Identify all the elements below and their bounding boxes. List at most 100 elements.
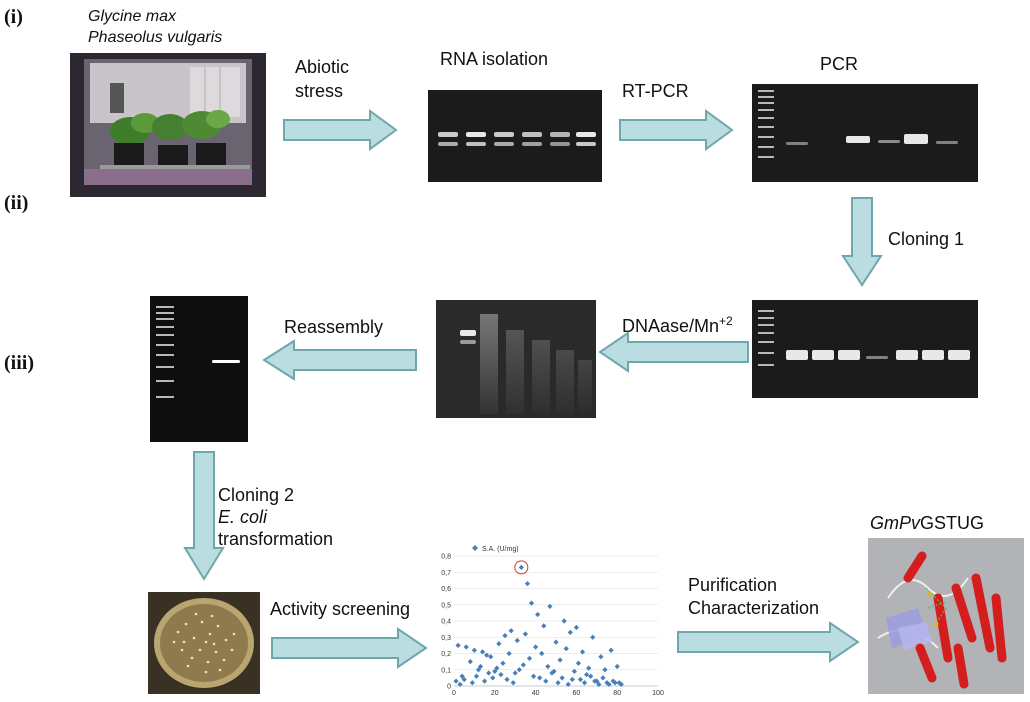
data-point bbox=[581, 680, 588, 686]
label-dnaase-mn: DNAase/Mn+2 bbox=[622, 314, 733, 336]
data-point bbox=[543, 678, 549, 684]
data-point bbox=[496, 641, 502, 647]
data-point bbox=[522, 631, 528, 637]
data-point bbox=[565, 681, 571, 687]
data-point bbox=[502, 633, 508, 639]
data-point bbox=[533, 644, 539, 650]
data-point bbox=[563, 646, 569, 652]
pcr-gel-image bbox=[752, 84, 978, 182]
data-point bbox=[467, 659, 473, 665]
label-cloning-2: Cloning 2 bbox=[218, 485, 295, 505]
data-point bbox=[579, 649, 586, 655]
label-rna-isolation: RNA isolation bbox=[440, 49, 549, 69]
label-reassembly: Reassembly bbox=[284, 317, 384, 337]
arrow-rt-pcr bbox=[619, 109, 734, 151]
label-rt-pcr: RT-PCR bbox=[622, 81, 689, 101]
label-stress: stress bbox=[295, 81, 344, 101]
y-tick-label: 0,2 bbox=[441, 651, 451, 658]
data-point bbox=[484, 652, 490, 658]
label-gmpvgstug: GmPvGSTUG bbox=[870, 513, 985, 533]
y-tick-label: 0 bbox=[447, 684, 451, 691]
chart-points bbox=[453, 560, 624, 687]
data-point bbox=[516, 667, 522, 673]
data-point bbox=[557, 657, 563, 663]
y-tick-label: 0,3 bbox=[441, 635, 451, 642]
arrow-cloning-1 bbox=[841, 197, 883, 287]
data-point bbox=[530, 673, 537, 679]
data-point bbox=[602, 667, 608, 673]
chart-legend: S.A. (U/mg) bbox=[472, 545, 519, 553]
arrow-cloning-2 bbox=[183, 451, 225, 581]
data-point bbox=[567, 629, 573, 635]
y-tick-label: 0,8 bbox=[441, 554, 451, 561]
data-point bbox=[598, 654, 604, 660]
data-point bbox=[577, 676, 584, 683]
data-point bbox=[537, 675, 543, 681]
protein-structure-image bbox=[868, 538, 1024, 694]
growth-chamber-photo bbox=[70, 53, 266, 197]
data-point bbox=[486, 670, 492, 676]
highlight-circle bbox=[514, 560, 529, 575]
cloning1-gel-image bbox=[752, 300, 978, 398]
label-abiotic: Abiotic bbox=[295, 57, 350, 77]
data-point bbox=[559, 675, 565, 681]
data-point bbox=[610, 678, 616, 684]
data-point bbox=[590, 634, 596, 640]
data-point bbox=[614, 663, 620, 670]
arrow-dnaase-mn bbox=[598, 331, 749, 373]
data-point bbox=[455, 642, 461, 648]
data-point bbox=[575, 660, 582, 666]
data-point bbox=[498, 672, 504, 678]
data-point bbox=[508, 628, 514, 634]
data-point bbox=[492, 668, 498, 674]
arrow-reassembly bbox=[262, 339, 417, 381]
y-tick-label: 0,7 bbox=[441, 570, 451, 577]
chart-y-ticks: 00,10,20,30,40,50,60,70,8 bbox=[441, 554, 451, 691]
data-point bbox=[526, 655, 533, 661]
data-point bbox=[541, 623, 547, 629]
petri-dish-photo bbox=[148, 592, 260, 694]
data-point bbox=[510, 680, 516, 686]
data-point bbox=[473, 673, 480, 679]
data-point bbox=[592, 678, 598, 684]
data-point bbox=[561, 618, 567, 624]
legend-marker bbox=[472, 545, 478, 551]
data-point bbox=[588, 673, 594, 679]
data-point bbox=[535, 611, 541, 618]
legend-label: S.A. (U/mg) bbox=[482, 546, 519, 553]
x-tick-label: 0 bbox=[452, 690, 456, 697]
data-point bbox=[520, 662, 526, 668]
data-point bbox=[463, 644, 469, 650]
data-point bbox=[553, 639, 559, 645]
reassembly-gel-image bbox=[150, 296, 248, 442]
y-tick-label: 0,5 bbox=[441, 602, 451, 609]
data-point bbox=[500, 660, 506, 666]
label-pcr: PCR bbox=[820, 54, 859, 74]
data-point bbox=[471, 647, 477, 653]
y-tick-label: 0,6 bbox=[441, 586, 451, 593]
label-transformation: transformation bbox=[218, 529, 334, 549]
data-point bbox=[547, 603, 553, 609]
data-point bbox=[469, 680, 475, 686]
arrow-activity-screening bbox=[271, 627, 428, 669]
x-tick-label: 60 bbox=[573, 690, 581, 697]
x-tick-label: 80 bbox=[613, 690, 621, 697]
y-tick-label: 0,4 bbox=[441, 619, 451, 626]
data-point bbox=[518, 564, 524, 570]
x-tick-label: 100 bbox=[652, 690, 664, 697]
dnaase-gel-image bbox=[436, 300, 596, 418]
arrow-purification bbox=[677, 621, 860, 663]
data-point bbox=[545, 663, 551, 670]
data-point bbox=[461, 676, 467, 683]
data-point bbox=[616, 680, 622, 686]
data-point bbox=[569, 676, 575, 683]
data-point bbox=[555, 680, 561, 686]
data-point bbox=[600, 675, 606, 681]
label-cloning-1: Cloning 1 bbox=[888, 229, 965, 249]
organism-phaseolus-vulgaris: Phaseolus vulgaris bbox=[88, 29, 223, 46]
data-point bbox=[506, 650, 512, 657]
data-point bbox=[482, 678, 488, 684]
chart-grid bbox=[454, 555, 658, 687]
